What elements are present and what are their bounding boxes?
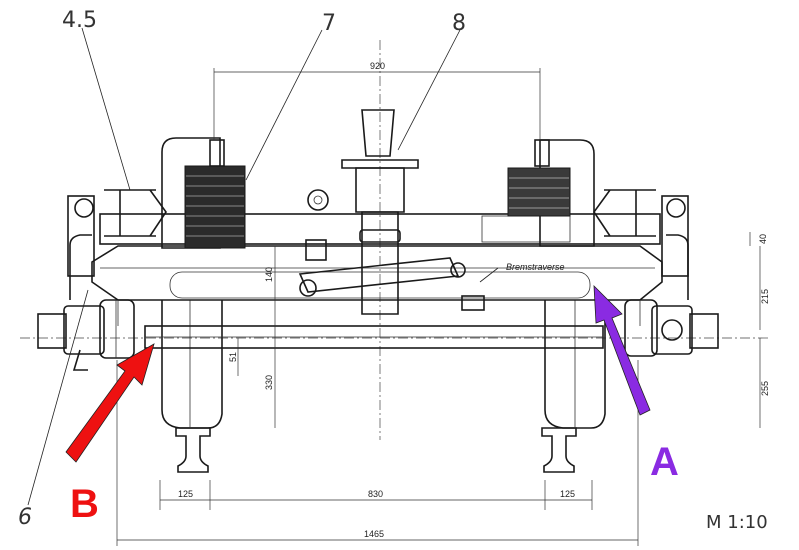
brake-traverse bbox=[169, 239, 591, 311]
dimension-51: 51 bbox=[228, 352, 238, 362]
dimension-140: 140 bbox=[264, 267, 274, 282]
callout-label-a: A bbox=[650, 440, 679, 484]
left-spring-housing bbox=[161, 137, 246, 249]
dimension-920: 920 bbox=[370, 61, 385, 71]
dimension-255: 255 bbox=[760, 381, 770, 396]
part-label-7: 7 bbox=[322, 11, 336, 36]
centre-pivot bbox=[307, 109, 419, 315]
scale-label: M 1:10 bbox=[706, 512, 768, 533]
dimension-830: 830 bbox=[368, 489, 383, 499]
dimension-125-right: 125 bbox=[560, 489, 575, 499]
dimension-40: 40 bbox=[758, 234, 768, 244]
dimension-125-left: 125 bbox=[178, 489, 193, 499]
part-label-6: 6 bbox=[18, 505, 32, 530]
dimension-215: 215 bbox=[760, 289, 770, 304]
bremstraverse-label: Bremstraverse bbox=[506, 262, 565, 272]
left-axle-box bbox=[37, 234, 135, 371]
arrow-a bbox=[593, 284, 651, 416]
right-spring-housing bbox=[507, 139, 595, 247]
callout-label-b: B bbox=[70, 482, 99, 526]
right-rail bbox=[541, 427, 577, 473]
dimension-330: 330 bbox=[264, 375, 274, 390]
left-coupling bbox=[74, 189, 167, 237]
right-wheel bbox=[544, 300, 606, 429]
part-label-4-5: 4.5 bbox=[62, 8, 97, 33]
axle bbox=[144, 325, 604, 349]
left-wheel bbox=[161, 300, 223, 429]
chassis-frame bbox=[67, 195, 689, 326]
left-rail bbox=[175, 427, 211, 473]
dimension-1465: 1465 bbox=[364, 529, 384, 539]
right-coupling bbox=[593, 189, 686, 237]
part-label-8: 8 bbox=[452, 11, 466, 36]
arrow-b bbox=[65, 343, 155, 463]
leader-lines bbox=[27, 27, 499, 506]
dimension-lines bbox=[116, 68, 761, 546]
